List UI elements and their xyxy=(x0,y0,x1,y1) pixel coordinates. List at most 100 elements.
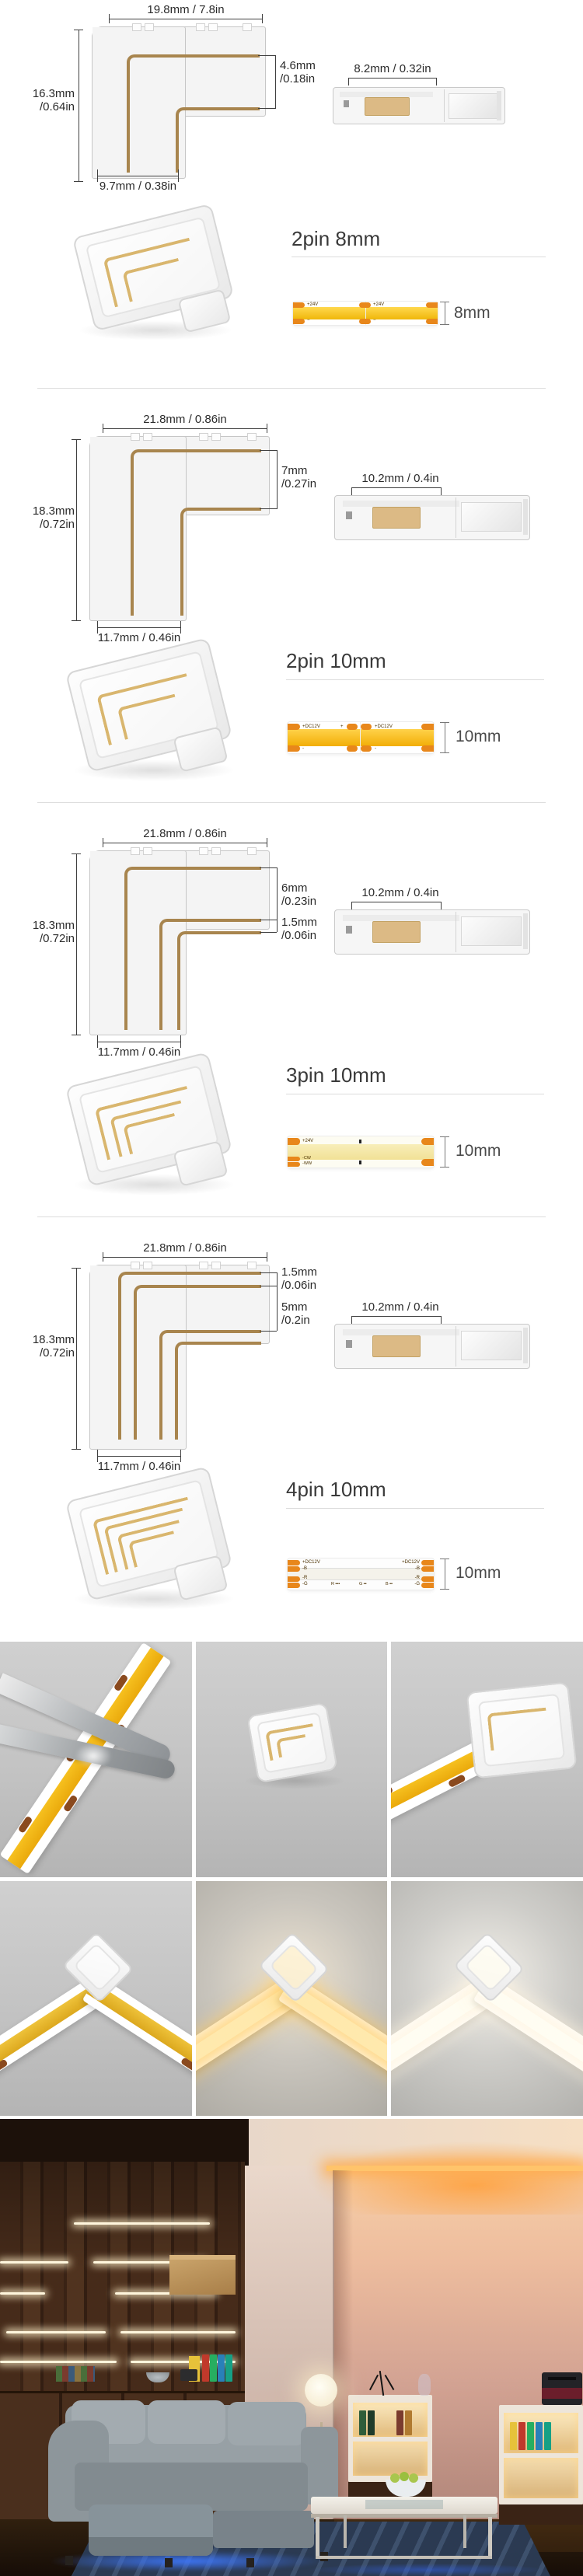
glass-vase xyxy=(418,2374,431,2396)
shelf-led-strip xyxy=(0,2361,117,2363)
shelf-led-strip xyxy=(115,2292,216,2295)
section-2pin-10mm: 21.8mm / 0.86in 7mm /0.27in 18.3mm /0.72… xyxy=(0,388,583,802)
side-connector-drawing xyxy=(334,1324,530,1369)
solder-pad xyxy=(361,745,372,752)
solder-pad xyxy=(421,1566,434,1572)
binder xyxy=(218,2354,225,2382)
component-mark-b: B ▪▪ xyxy=(386,1582,393,1586)
cut-point-highlight xyxy=(75,1743,112,1769)
strip-width-label: 10mm xyxy=(456,728,501,745)
photo-corner-lit-white xyxy=(391,1881,583,2116)
side-connector-drawing xyxy=(334,495,530,540)
strip-diagram-cct: +24V -CW -WW xyxy=(288,1136,434,1168)
dim-right-label: 4.6mm /0.18in xyxy=(280,59,316,86)
decor-bowl xyxy=(146,2372,169,2382)
dim-right-label-2: 1.5mm /0.06in xyxy=(281,916,317,942)
copper-wire xyxy=(134,1285,261,1440)
pad-label: +DC12V xyxy=(402,1560,420,1565)
shelf-led-strip xyxy=(6,2331,106,2333)
cob-phosphor-band xyxy=(288,729,434,746)
component-mark-g: G ▪▪ xyxy=(359,1582,367,1586)
pad-label: -G xyxy=(414,1582,420,1586)
side-dim-label: 8.2mm / 0.32in xyxy=(354,62,431,75)
solder-pad xyxy=(347,724,358,730)
photo-scissors-cutting-strip xyxy=(0,1642,192,1877)
pad-label: − xyxy=(373,318,376,323)
binder xyxy=(225,2354,232,2382)
copper-wire xyxy=(127,54,260,173)
strip-diagram-rgb: +DC12V -B -R -G +DC12V -B -R -G R ▪▪▪ G … xyxy=(288,1559,434,1590)
vintage-camera xyxy=(180,2369,197,2381)
solder-pad xyxy=(288,745,300,752)
sectional-sofa xyxy=(48,2400,340,2567)
floor-lamp-globe xyxy=(305,2374,337,2407)
solder-pad xyxy=(361,724,372,730)
pad-label: -G xyxy=(302,1582,308,1586)
copper-wire xyxy=(180,508,261,616)
connector-3d-render xyxy=(58,1051,253,1202)
component-mark-r: R ▪▪▪ xyxy=(331,1582,340,1586)
pad-label: -B xyxy=(302,1566,307,1571)
dim-left-label: 16.3mm /0.64in xyxy=(32,87,75,113)
solder-pad xyxy=(359,319,371,324)
dim-top-label: 21.8mm / 0.86in xyxy=(143,827,227,840)
lit-shelf xyxy=(504,2458,578,2498)
section-divider xyxy=(37,388,546,389)
back-cushion xyxy=(228,2402,305,2445)
dim-bottom-label: 11.7mm / 0.46in xyxy=(97,631,181,644)
cob-phosphor-band xyxy=(288,1144,434,1160)
photo-connector-product xyxy=(196,1642,387,1877)
pad-label: +DC12V xyxy=(302,724,320,729)
side-connector-drawing xyxy=(333,87,505,124)
photo-corner-unlit xyxy=(0,1881,192,2116)
dim-left-label: 18.3mm /0.72in xyxy=(32,504,75,531)
side-connector-drawing xyxy=(334,909,530,955)
pad-label: - xyxy=(375,746,376,751)
dim-right-label: 1.5mm /0.06in xyxy=(281,1265,317,1292)
section-title: 4pin 10mm xyxy=(286,1478,386,1501)
dim-left-label: 18.3mm /0.72in xyxy=(32,1333,75,1360)
strip-width-label: 10mm xyxy=(456,1564,501,1582)
dim-bottom-label: 11.7mm / 0.46in xyxy=(97,1045,181,1059)
strip-width-label: 8mm xyxy=(454,304,490,322)
dim-right-label: 6mm /0.23in xyxy=(281,881,317,908)
cove-led-strip xyxy=(326,2166,583,2171)
copper-wire xyxy=(159,919,261,1030)
pad-label: +24V xyxy=(373,302,385,307)
solder-pad xyxy=(426,302,438,308)
cob-band xyxy=(288,1569,434,1579)
cardboard-box xyxy=(169,2255,236,2295)
table-frame xyxy=(316,2556,492,2559)
sofa-leg xyxy=(165,2558,173,2567)
table-leg xyxy=(488,2517,492,2559)
section-3pin-10mm: 21.8mm / 0.86in 6mm /0.23in 1.5mm /0.06i… xyxy=(0,802,583,1216)
section-title: 2pin 10mm xyxy=(286,649,386,672)
section-2pin-8mm: 19.8mm / 7.8in 4.6mm /0.18in 16.3mm /0.6… xyxy=(0,0,583,388)
dim-bottom-label: 9.7mm / 0.38in xyxy=(99,180,177,193)
copper-wire xyxy=(118,1272,261,1440)
shelf-led-strip xyxy=(0,2261,68,2264)
solder-pad xyxy=(288,1576,300,1582)
pad-label: +DC12V xyxy=(375,724,393,729)
side-dim-label: 10.2mm / 0.4in xyxy=(361,472,439,485)
pad-label: -CW xyxy=(302,1156,311,1161)
blue-underglow xyxy=(311,2564,544,2576)
book-stack xyxy=(56,2366,95,2382)
copper-wire xyxy=(159,1330,261,1440)
table-leg xyxy=(316,2517,319,2559)
section-4pin-10mm: 21.8mm / 0.86in 1.5mm /0.06in 5mm /0.2in xyxy=(0,1216,583,1642)
fruit xyxy=(390,2473,400,2483)
shelf-led-strip xyxy=(120,2331,236,2333)
pad-label: - xyxy=(302,746,304,751)
solder-pad xyxy=(421,1583,434,1588)
binder xyxy=(210,2354,217,2382)
photo-grid xyxy=(0,1642,583,2116)
printer xyxy=(542,2372,582,2405)
strip-diagram-10mm: +DC12V + +DC12V - - xyxy=(288,722,434,753)
shelf-led-strip xyxy=(0,2292,45,2295)
shelf-led-strip xyxy=(131,2361,236,2363)
photo-corner-lit-warm xyxy=(196,1881,387,2116)
sofa-leg xyxy=(65,2556,73,2565)
sofa-front xyxy=(213,2511,314,2548)
copper-wire xyxy=(176,107,260,173)
